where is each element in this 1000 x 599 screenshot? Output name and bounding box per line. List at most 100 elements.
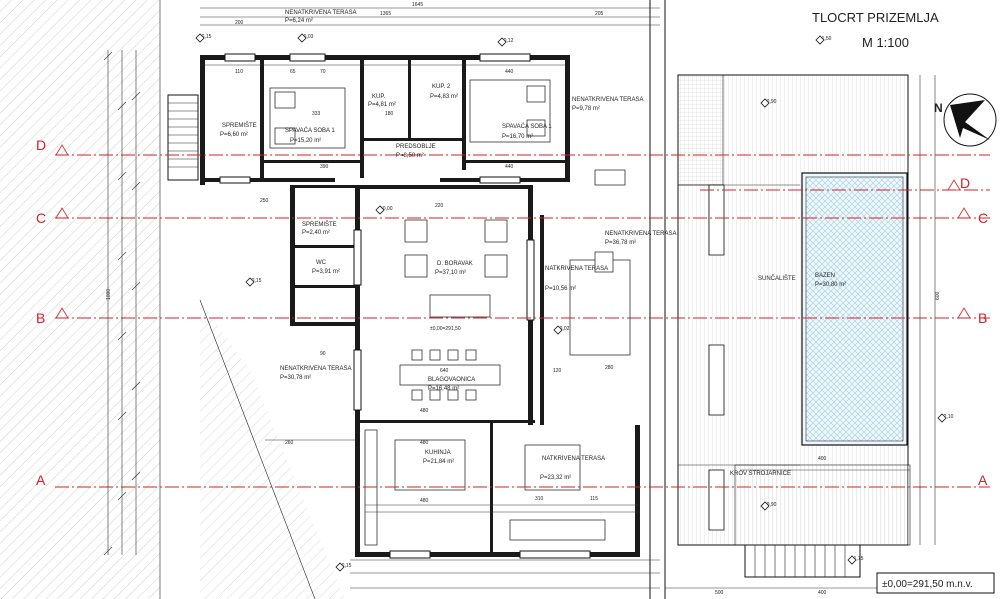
room-ostava-area: P=2,40 m² — [302, 230, 330, 236]
svg-text:220: 220 — [435, 203, 444, 209]
axis-label-c-left: C — [36, 210, 46, 226]
room-spavaca2-area: P=16,70 m² — [502, 134, 533, 140]
room-nenatkrivena-gore2-name: NENATKRIVENA TERASA — [572, 97, 643, 103]
svg-text:-0,02: -0,02 — [558, 326, 570, 332]
axis-labels-right: D C B A — [960, 175, 988, 488]
svg-text:90: 90 — [320, 351, 326, 357]
svg-text:333: 333 — [312, 111, 321, 117]
svg-text:390: 390 — [320, 164, 329, 170]
room-natkrivena1-area: P=10,56 m² — [545, 286, 576, 292]
axis-label-a-left: A — [36, 472, 46, 488]
room-nenatkrivena-desno-area: P=36,78 m² — [605, 240, 636, 246]
ground-hatch-lower-left — [200, 300, 345, 599]
axis-labels-left: D C B A — [36, 137, 46, 488]
svg-text:280: 280 — [605, 365, 614, 371]
room-spavaca1-name: SPAVAĆA SOBA 1 — [285, 127, 335, 134]
room-boravak-name: D. BORAVAK — [437, 261, 473, 267]
svg-text:1645: 1645 — [412, 2, 423, 8]
room-bazen-name: BAZEN — [815, 273, 835, 279]
room-spremiste-name: SPREMIŠTE — [222, 122, 257, 129]
svg-text:440: 440 — [505, 69, 514, 75]
room-kup2-name: KUP. 2 — [432, 84, 451, 90]
room-nenatkrivena-lijevo-area: P=30,78 m² — [280, 375, 311, 381]
room-wc-name: WC — [316, 260, 327, 266]
room-predsoblje-name: PREDSOBLJE — [396, 144, 436, 150]
room-nenatkrivena-gore-area: P=6,24 m² — [285, 18, 313, 24]
north-label: N — [934, 101, 943, 115]
room-nenatkrivena-gore-name: NENATKRIVENA TERASA — [285, 10, 356, 16]
svg-text:180: 180 — [385, 111, 394, 117]
svg-text:400: 400 — [818, 456, 827, 462]
svg-text:440: 440 — [505, 164, 514, 170]
svg-text:1365: 1365 — [380, 11, 391, 17]
room-spavaca2-name: SPAVAĆA SOBA 1 — [502, 123, 552, 130]
room-natkrivena2-area: P=23,32 m² — [540, 475, 571, 481]
room-spremiste-area: P=6,60 m² — [220, 132, 248, 138]
svg-text:310: 310 — [535, 496, 544, 502]
svg-text:200: 200 — [235, 20, 244, 26]
room-natkrivena2-name: NATKRIVENA TERASA — [542, 456, 605, 462]
svg-text:±0,00=291,50: ±0,00=291,50 — [430, 326, 461, 332]
room-bazen-area: P=30,80 m² — [815, 282, 846, 288]
room-kup2-area: P=4,83 m² — [430, 94, 458, 100]
axis-label-c-right: C — [978, 210, 988, 226]
svg-text:1000: 1000 — [106, 289, 112, 300]
room-nenatkrivena-lijevo-name: NENATKRIVENA TERASA — [280, 366, 351, 372]
axis-label-b-right: B — [978, 310, 987, 326]
room-wc-area: P=3,91 m² — [312, 269, 340, 275]
elevation-box — [876, 572, 995, 594]
svg-text:640: 640 — [440, 368, 449, 374]
svg-text:480: 480 — [420, 408, 429, 414]
drawing-title: TLOCRT PRIZEMLJA — [812, 10, 939, 25]
svg-text:-1,75: -1,75 — [852, 556, 864, 562]
room-boravak-area: P=37,10 m² — [435, 270, 466, 276]
svg-text:110: 110 — [235, 69, 243, 75]
svg-text:480: 480 — [420, 440, 429, 446]
room-predsoblje-area: P=8,50 m² — [396, 153, 424, 159]
svg-text:205: 205 — [595, 11, 604, 17]
room-kuhinja-name: KUHINJA — [425, 450, 451, 456]
svg-text:±0,00: ±0,00 — [380, 206, 393, 212]
left-stair — [167, 94, 199, 181]
svg-text:65: 65 — [290, 69, 296, 75]
svg-text:480: 480 — [420, 498, 429, 504]
svg-text:-0,90: -0,90 — [765, 99, 777, 105]
svg-text:-0,90: -0,90 — [765, 502, 777, 508]
svg-text:-0,15: -0,15 — [200, 34, 212, 40]
svg-text:70: 70 — [320, 69, 326, 75]
axis-label-d-right: D — [960, 175, 970, 191]
svg-text:250: 250 — [260, 198, 269, 204]
room-nenatkrivena-desno-name: NENATKRIVENA TERASA — [605, 231, 676, 237]
room-krov-name: KROV STROJARNICE — [730, 471, 791, 477]
axis-label-b-left: B — [36, 310, 45, 326]
axis-label-d-left: D — [36, 137, 46, 153]
svg-text:120: 120 — [553, 368, 562, 374]
axis-label-a-right: A — [978, 472, 988, 488]
north-arrow: N — [934, 93, 997, 147]
room-kup1-area: P=4,81 m² — [368, 102, 396, 108]
svg-text:-0,15: -0,15 — [250, 278, 262, 284]
svg-text:-2,10: -2,10 — [942, 414, 954, 420]
svg-text:260: 260 — [285, 440, 294, 446]
svg-text:-1,50: -1,50 — [820, 36, 832, 42]
room-blagovaonica-name: BLAGOVAONICA — [428, 377, 475, 383]
svg-text:-0,03: -0,03 — [302, 34, 314, 40]
svg-text:500: 500 — [715, 590, 724, 596]
svg-text:400: 400 — [818, 590, 827, 596]
elevation-text: ±0,00=291,50 m.n.v. — [882, 579, 973, 590]
room-kup1-name: KUP. — [372, 94, 386, 100]
svg-text:-0,12: -0,12 — [502, 38, 514, 44]
ground-hatch-left — [0, 0, 160, 599]
room-suncaliste-name: SUNČALIŠTE — [758, 275, 796, 282]
svg-text:115: 115 — [590, 496, 598, 502]
room-natkrivena1-name: NATKRIVENA TERASA — [545, 266, 608, 272]
svg-text:-0,15: -0,15 — [340, 563, 352, 569]
room-blagovaonica-area: P=16,48 m² — [428, 386, 459, 392]
svg-text:600: 600 — [935, 291, 941, 300]
room-spavaca1-area: P=15,20 m² — [290, 138, 321, 144]
drawing-scale: M 1:100 — [862, 35, 909, 50]
room-kuhinja-area: P=21,84 m² — [423, 459, 454, 465]
room-nenatkrivena-gore2-area: P=9,78 m² — [572, 106, 600, 112]
room-ostava-name: SPREMIŠTE — [302, 221, 337, 228]
